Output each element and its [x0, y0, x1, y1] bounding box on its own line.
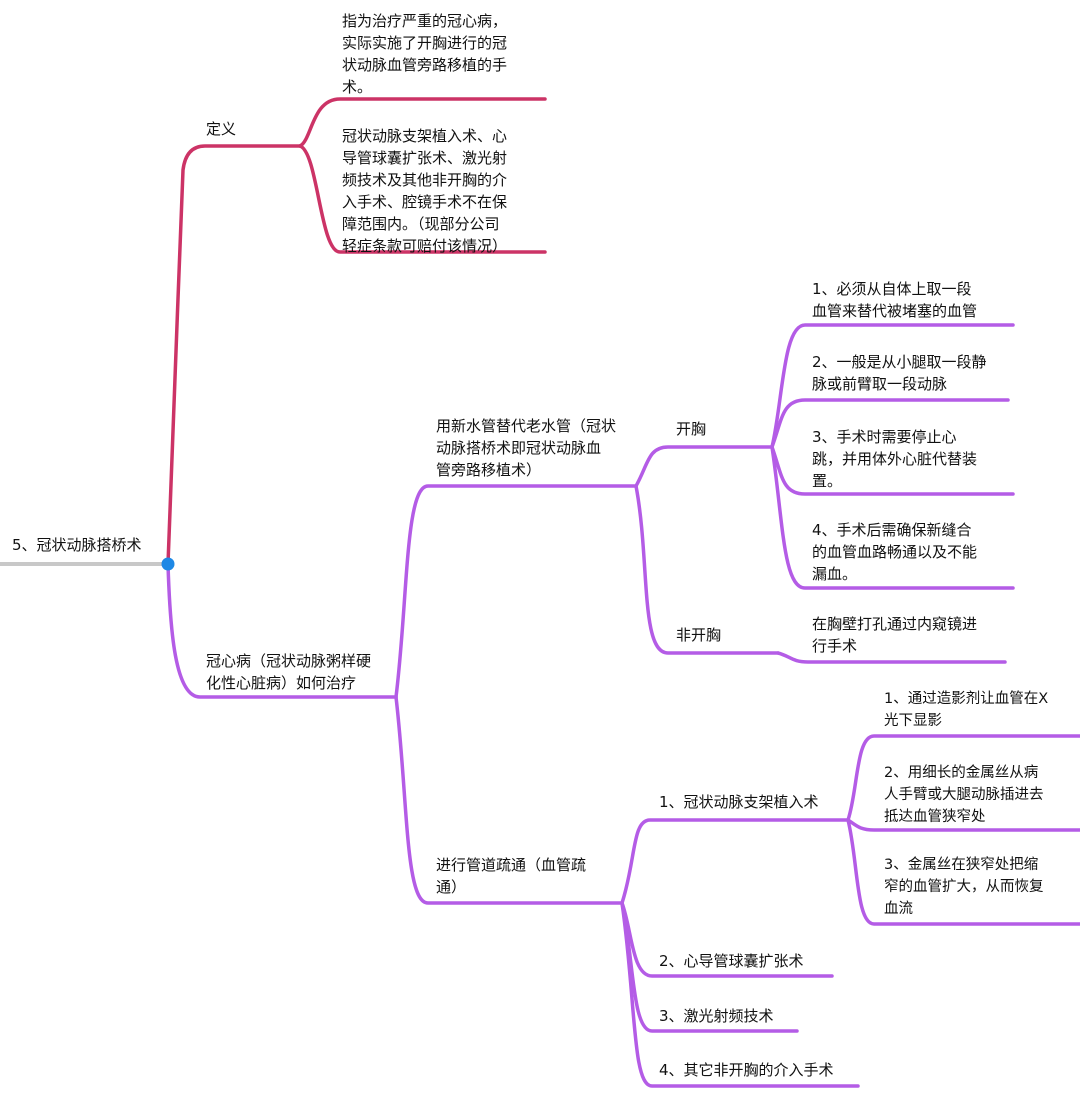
connector-definition-to-item2 [298, 144, 547, 254]
definition-item-1[interactable]: 指为治疗严重的冠心病， 实际实施了开胸进行的冠 状动脉血管旁路移植的手 术。 [342, 12, 508, 96]
connector-root-to-treatment [166, 562, 398, 699]
connector-dredge-to-other [620, 901, 860, 1088]
connector-treatment-to-bypass [394, 484, 638, 699]
connector-dredge-to-stent [620, 818, 850, 905]
connector-stent-step2 [846, 818, 1080, 832]
connector-treatment-to-dredge [394, 695, 624, 905]
open-chest-label[interactable]: 开胸 [676, 420, 707, 438]
definition-item-2[interactable]: 冠状动脉支架植入术、心 导管球囊扩张术、激光射 频技术及其他非开胸的介 入手术、… [342, 127, 508, 255]
open-chest-step-3[interactable]: 3、手术时需要停止心 跳，并用体外心脏代替装 置。 [812, 428, 978, 490]
connector-stent-step3 [846, 818, 1080, 926]
open-chest-step-4[interactable]: 4、手术后需确保新缝合 的血管血路畅通以及不能 漏血。 [812, 521, 978, 583]
non-open-chest-label[interactable]: 非开胸 [676, 626, 722, 644]
dredge-label[interactable]: 进行管道疏通（血管疏 通） [436, 856, 587, 896]
open-chest-step-1[interactable]: 1、必须从自体上取一段 血管来替代被堵塞的血管 [812, 280, 978, 320]
root-node-label[interactable]: 5、冠状动脉搭桥术 [12, 536, 142, 554]
connector-nonopen-step1 [776, 651, 1007, 664]
connector-stent-step1 [846, 734, 1080, 822]
connector-root-to-definition [166, 144, 302, 566]
stent-step-1[interactable]: 1、通过造影剂让血管在X 光下显影 [884, 691, 1049, 729]
stent-step-2[interactable]: 2、用细长的金属丝从病 人手臂或大腿动脉插进去 抵达血管狭窄处 [884, 765, 1044, 825]
non-open-chest-step-1[interactable]: 在胸壁打孔通过内窥镜进 行手术 [812, 615, 978, 655]
connector-definition-to-item1 [298, 97, 547, 148]
stent-step-3[interactable]: 3、金属丝在狭窄处把缩 窄的血管扩大，从而恢复 血流 [884, 857, 1044, 917]
root-node-dot[interactable] [161, 557, 175, 571]
connector-open-step1 [770, 323, 1015, 449]
connector-open-step2 [770, 398, 1010, 449]
connector-open-step4 [770, 445, 1015, 590]
dredge-item-laser[interactable]: 3、激光射频技术 [659, 1007, 774, 1025]
dredge-item-balloon[interactable]: 2、心导管球囊扩张术 [659, 952, 804, 970]
stent-label[interactable]: 1、冠状动脉支架植入术 [659, 793, 819, 811]
bypass-label[interactable]: 用新水管替代老水管（冠状 动脉搭桥术即冠状动脉血 管旁路移植术） [436, 417, 617, 479]
connector-bypass-to-nonopen [634, 484, 780, 655]
connector-bypass-to-open [634, 445, 774, 488]
definition-label[interactable]: 定义 [206, 120, 237, 138]
open-chest-step-2[interactable]: 2、一般是从小腿取一段静 脉或前臂取一段动脉 [812, 353, 987, 393]
treatment-label[interactable]: 冠心病（冠状动脉粥样硬 化性心脏病）如何治疗 [206, 652, 372, 692]
dredge-item-other[interactable]: 4、其它非开胸的介入手术 [659, 1061, 834, 1079]
